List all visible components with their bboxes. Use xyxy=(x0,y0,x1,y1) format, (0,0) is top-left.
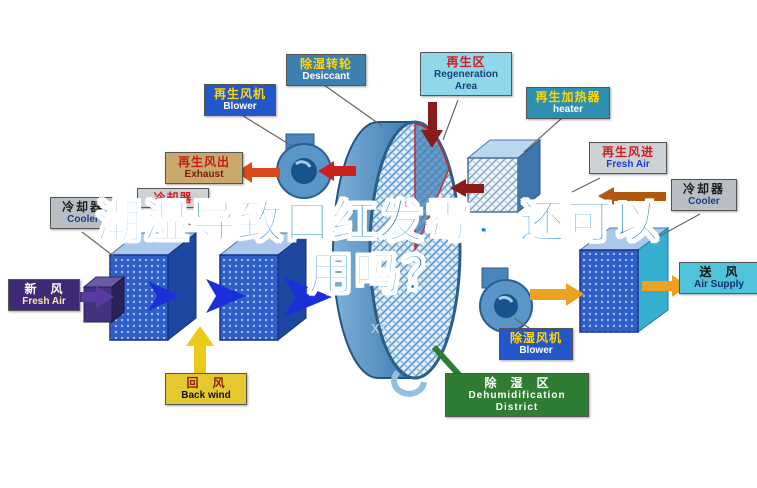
label-cooler-mid-zh: 冷却器 xyxy=(153,191,193,205)
label-cooler-left: 冷却器 Cooler xyxy=(50,197,116,229)
regen-arrow-wheel-to-fan xyxy=(318,161,356,181)
wheel-mark: XT xyxy=(371,321,388,336)
label-regen-heater-en: heater xyxy=(552,104,583,116)
connector-regen-blower xyxy=(239,113,293,147)
process-arrow-1 xyxy=(148,281,180,311)
connector-regen-area xyxy=(442,99,459,141)
connector-regen-fresh-air xyxy=(571,177,601,193)
label-cooler-mid: 冷却器 xyxy=(137,188,209,209)
label-desiccant-wheel-en: Desiccant xyxy=(302,71,350,83)
label-regen-blower-zh: 再生风机 xyxy=(213,87,266,101)
regen-arrow-down xyxy=(421,102,443,148)
return-air-arrow xyxy=(186,326,214,378)
label-regen-heater-zh: 再生加热器 xyxy=(535,90,601,104)
label-cooler-left-zh: 冷却器 xyxy=(61,200,104,214)
label-air-supply-en: Air Supply xyxy=(693,279,744,291)
label-regen-fresh-air-zh: 再生风进 xyxy=(601,145,654,159)
heater-box xyxy=(466,138,542,214)
dehum-blower-fan xyxy=(479,267,533,333)
label-dehum-district: 除 湿 区 Dehumidification District xyxy=(445,373,589,417)
label-air-supply: 送 风 Air Supply xyxy=(679,262,757,294)
label-regen-area-zh: 再生区 xyxy=(446,55,486,69)
supply-arrow-1 xyxy=(530,283,584,306)
label-dehum-blower: 除湿风机 Blower xyxy=(499,328,573,360)
process-arrow-3 xyxy=(284,277,332,317)
label-regen-blower: 再生风机 Blower xyxy=(204,84,276,116)
label-back-wind: 回 风 Back wind xyxy=(165,373,247,405)
label-regen-exhaust-en: Exhaust xyxy=(184,169,224,181)
label-regen-heater: 再生加热器 heater xyxy=(526,87,610,119)
box-front-face xyxy=(579,249,639,333)
label-dehum-blower-en: Blower xyxy=(519,345,553,357)
connector-cooler-left xyxy=(81,231,117,259)
label-desiccant-wheel-zh: 除湿转轮 xyxy=(299,57,352,71)
label-air-supply-zh: 送 风 xyxy=(699,265,739,279)
wheel-stand xyxy=(391,369,427,397)
label-regen-area: 再生区 Regeneration Area xyxy=(420,52,512,96)
desiccant-wheel: XT xyxy=(332,120,462,397)
label-desiccant-wheel: 除湿转轮 Desiccant xyxy=(286,54,366,86)
label-dehum-district-zh: 除 湿 区 xyxy=(484,376,550,390)
label-back-wind-zh: 回 风 xyxy=(186,376,226,390)
connector-cooler-right xyxy=(655,213,701,239)
label-regen-blower-en: Blower xyxy=(223,101,257,113)
label-regen-exhaust: 再生风出 Exhaust xyxy=(165,152,243,184)
fan-swirl xyxy=(498,295,514,303)
connector-desiccant xyxy=(323,84,383,127)
label-dehum-district-en1: Dehumidification xyxy=(468,390,566,402)
process-arrow-2 xyxy=(206,279,246,313)
label-dehum-blower-zh: 除湿风机 xyxy=(509,331,562,345)
label-fresh-air-in-en: Fresh Air xyxy=(22,296,66,308)
label-regen-fresh-air: 再生风进 Fresh Air xyxy=(589,142,667,174)
label-fresh-air-in: 新 风 Fresh Air xyxy=(8,279,80,311)
label-cooler-right-zh: 冷却器 xyxy=(682,182,725,196)
label-dehum-district-en2: District xyxy=(495,401,539,413)
label-fresh-air-in-zh: 新 风 xyxy=(24,282,64,296)
regen-arrow-heater-to-wheel xyxy=(450,179,484,197)
label-cooler-right: 冷却器 Cooler xyxy=(671,179,737,211)
ahu-box-left xyxy=(108,231,198,342)
label-back-wind-en: Back wind xyxy=(181,390,231,402)
label-cooler-left-en: Cooler xyxy=(67,214,99,226)
fan-swirl xyxy=(295,160,312,168)
regen-arrow-fan-to-exhaust xyxy=(236,162,280,183)
ahu-box-right xyxy=(578,227,670,333)
label-regen-exhaust-zh: 再生风出 xyxy=(177,155,230,169)
connector-cooler-mid xyxy=(171,215,223,241)
label-regen-area-en: Regeneration Area xyxy=(434,69,498,92)
connector-heater xyxy=(523,117,563,153)
regen-blower-fan xyxy=(276,133,332,199)
label-regen-fresh-air-en: Fresh Air xyxy=(606,159,650,171)
label-cooler-right-en: Cooler xyxy=(688,196,720,208)
regen-arrow-right-to-heater xyxy=(598,187,666,205)
